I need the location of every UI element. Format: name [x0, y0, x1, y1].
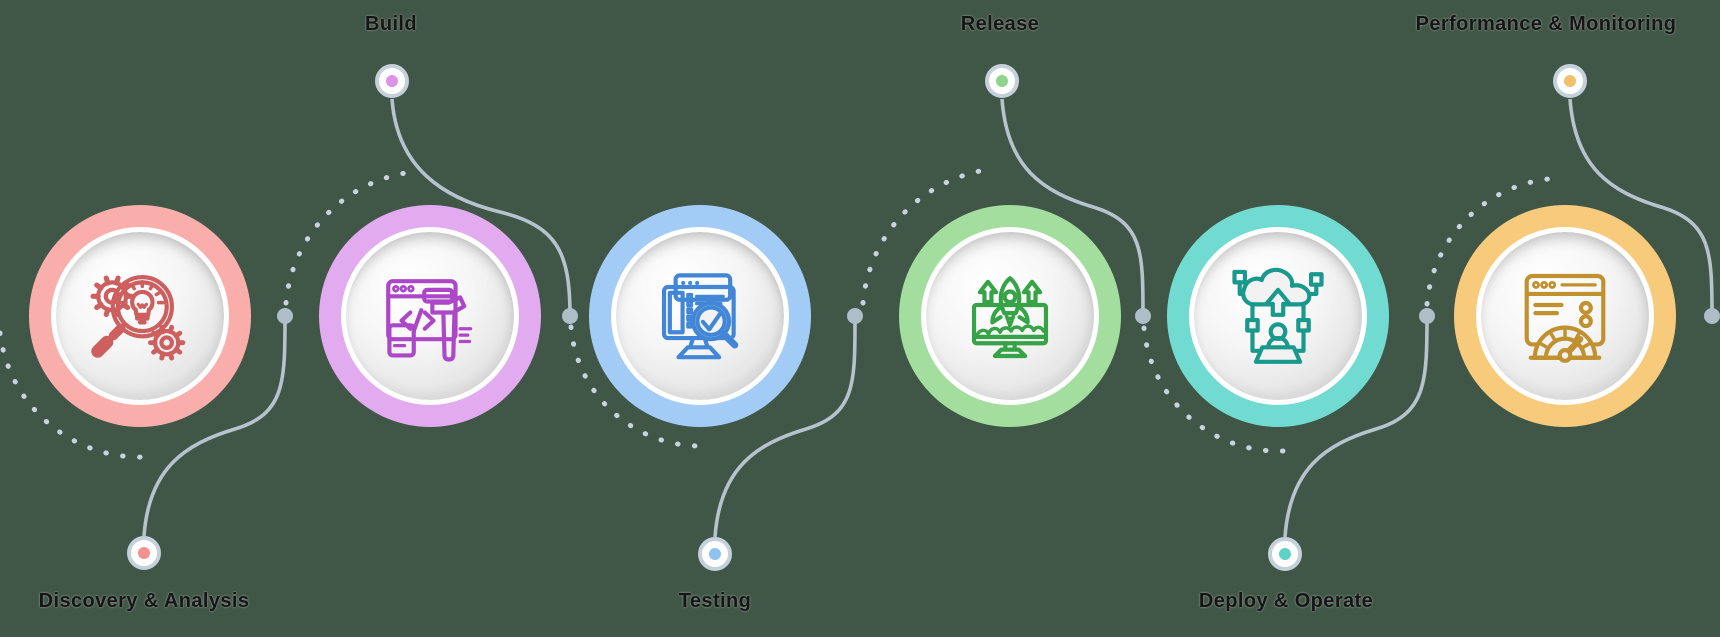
clouds-icon [974, 324, 1046, 339]
curve-endpoint-dot [277, 308, 293, 324]
dotted-arc-testing [568, 324, 707, 449]
curve-build [390, 98, 572, 317]
stage-label-build: Build [365, 13, 417, 35]
stage-circle-testing [589, 205, 811, 427]
milestone-node-build [375, 64, 409, 98]
monitor-magnifier-check-icon [661, 273, 739, 360]
stage-label-release: Release [960, 13, 1040, 35]
milestone-node-performance [1553, 64, 1587, 98]
node-dot [386, 75, 398, 87]
node-dot [138, 547, 150, 559]
cloud-upload-icon [1241, 267, 1312, 317]
monitor-icon [661, 284, 736, 360]
dotted-arc-build [283, 169, 415, 306]
curve-discovery [142, 315, 287, 537]
dotted-arc-release [860, 166, 995, 306]
milestone-node-release [985, 64, 1019, 98]
operator-icon [1253, 322, 1303, 364]
milestone-node-discovery [127, 536, 161, 570]
monitor-rocket-launch-icon [971, 276, 1049, 359]
node-dot [1279, 548, 1291, 560]
dotted-arc-deploy [1141, 325, 1286, 454]
magnifier-lightbulb-gears-icon [90, 275, 186, 361]
curve-endpoint-dot [562, 308, 578, 324]
rocket-icon [990, 276, 1030, 328]
curve-deploy [1283, 315, 1429, 538]
curve-endpoint-dot [1135, 308, 1151, 324]
stage-circle-performance [1454, 205, 1676, 427]
stage-circle-deploy [1167, 205, 1389, 427]
curve-performance [1568, 98, 1714, 317]
code-tag-icon [399, 308, 436, 334]
curve-release [1000, 98, 1145, 317]
note-card-icon [387, 323, 416, 358]
milestone-node-deploy [1268, 537, 1302, 571]
curve-endpoint-dot [1419, 308, 1435, 324]
curve-endpoint-dot [847, 308, 863, 324]
node-dot [709, 548, 721, 560]
browser-speedometer-icon [1524, 273, 1606, 363]
magnifier-icon [91, 275, 174, 358]
stage-circle-release [899, 205, 1121, 427]
cloud-upload-operator-icon [1232, 267, 1324, 364]
stage-label-deploy: Deploy & Operate [1198, 590, 1374, 612]
stage-circle-discovery [29, 205, 251, 427]
magnifier-check-icon [690, 301, 739, 349]
node-dot [996, 75, 1008, 87]
node-dot [1564, 75, 1576, 87]
stage-label-discovery: Discovery & Analysis [38, 590, 250, 612]
curve-endpoint-dot [1704, 308, 1720, 324]
speedometer-gauge-icon [1528, 325, 1602, 363]
stage-circle-build [319, 205, 541, 427]
curve-testing [713, 315, 857, 538]
stage-label-testing: Testing [678, 590, 752, 612]
dotted-arc-discovery [0, 330, 148, 460]
hammer-icon [430, 295, 473, 362]
monitor-icon [971, 302, 1049, 359]
browser-code-hammer-icon [386, 279, 473, 362]
stage-label-performance: Performance & Monitoring [1415, 13, 1677, 35]
up-arrow-icon [977, 279, 1043, 305]
milestone-node-testing [698, 537, 732, 571]
lightbulb-icon [119, 280, 165, 325]
